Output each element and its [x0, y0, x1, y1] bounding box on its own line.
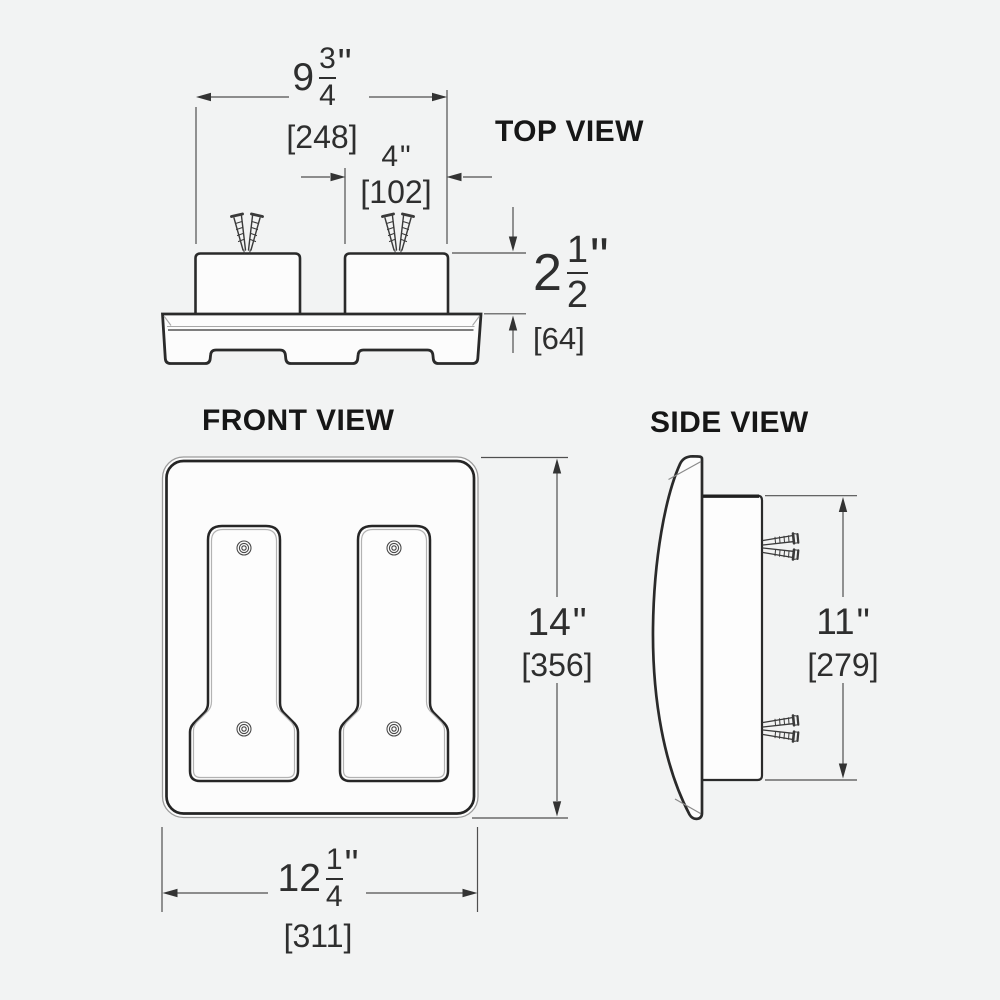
dim-side-height-label: 11 " [279]: [793, 603, 893, 681]
arrowhead-left: [196, 92, 211, 102]
side-view-backplate: [702, 494, 764, 782]
dim-metric: [102]: [360, 174, 432, 210]
top-view-drawing: [161, 90, 526, 365]
dim-screw-spacing-label: 4 " [102]: [346, 140, 446, 210]
front-view-faceplate-inner-contour: [165, 459, 476, 815]
dim-value: 4 ": [381, 140, 411, 173]
arrowhead-down: [508, 236, 518, 252]
arrowhead-right: [462, 888, 478, 898]
dim-metric: [279]: [807, 647, 879, 683]
dim-front-height-label: 14 " [356]: [507, 603, 607, 681]
protruding-screws-icon: [761, 532, 800, 561]
fraction: 1 2: [566, 229, 589, 317]
fraction-bar: [566, 272, 589, 275]
splayed-screws-icon: [381, 212, 415, 255]
dimension-lines-top-width: [195, 90, 448, 244]
dim-depth-label: 2 1 2 " [64]: [533, 231, 663, 354]
dim-value: 14 ": [527, 601, 587, 644]
arrowhead-up: [838, 497, 848, 512]
dim-value: 12 1 4 ": [277, 843, 359, 914]
arrowhead-up: [552, 458, 562, 474]
side-view-curved-cover: [651, 454, 704, 821]
arrowhead-up: [508, 315, 518, 331]
fraction: 3 4: [319, 42, 336, 113]
dimension-lines-side-height: [765, 495, 857, 781]
front-view-drawing: [161, 456, 568, 912]
dimension-lines-front-height: [472, 456, 568, 819]
splayed-screws-icon: [230, 212, 264, 255]
arrowhead-down: [838, 763, 848, 779]
dim-metric: [64]: [533, 321, 585, 357]
dim-value: 9 3 4 ": [292, 42, 352, 113]
dimension-lines-depth: [452, 207, 526, 353]
front-view-title: FRONT VIEW: [202, 404, 395, 437]
dim-front-width-label: 12 1 4 " [311]: [246, 843, 390, 955]
top-view-mounting-block-right: [343, 252, 450, 313]
dim-value: 11 ": [816, 601, 870, 642]
fraction-bar: [325, 878, 343, 881]
side-view-drawing: [651, 454, 857, 821]
dim-metric: [311]: [283, 918, 353, 955]
dimension-lines-front-width: [161, 827, 479, 912]
arrowhead-left: [446, 172, 462, 182]
protruding-screws-icon: [761, 714, 800, 743]
top-view-mounting-block-left: [194, 252, 302, 313]
side-view-cover-chamfer-lines: [668, 460, 702, 815]
dimension-lines-screw-spacing: [301, 168, 492, 244]
arrowhead-right: [330, 172, 346, 182]
arrowhead-left: [162, 888, 178, 898]
dim-top-width-label: 9 3 4 " [248]: [252, 42, 392, 156]
arrowhead-right: [432, 92, 447, 102]
dim-metric: [248]: [286, 119, 358, 156]
dim-metric: [356]: [521, 647, 593, 683]
top-view-tray-lip-lines: [163, 315, 480, 331]
top-view-base-tray: [161, 312, 483, 365]
fraction-bar: [319, 77, 336, 80]
top-view-title: TOP VIEW: [495, 115, 644, 148]
side-view-title: SIDE VIEW: [650, 406, 809, 439]
fraction: 1 4: [325, 843, 343, 914]
dim-value: 2 1 2 ": [533, 228, 609, 317]
arrowhead-down: [552, 801, 562, 817]
